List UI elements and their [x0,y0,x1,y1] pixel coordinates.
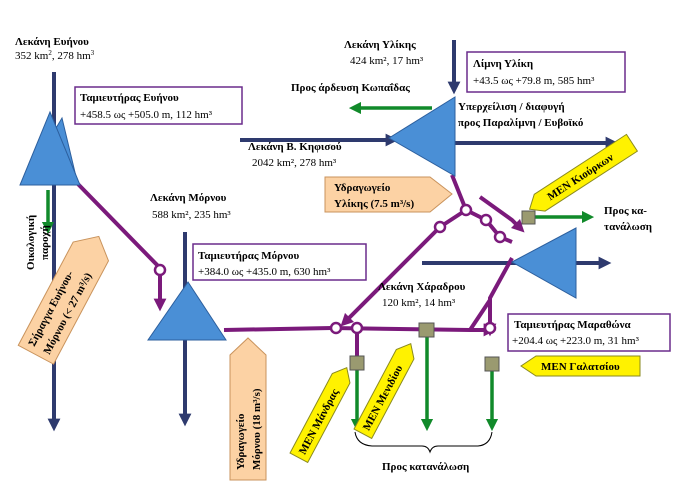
mornos-aqueduct-label-2: Μόρνου (18 m³/s) [251,388,263,470]
mornos-aqueduct-main [223,326,333,332]
yliki-lake-range: +43.5 ως +79.8 m, 585 hm³ [473,75,595,87]
mornos-reservoir-range: +384.0 ως +435.0 m, 630 hm³ [198,266,331,278]
menidi-control [418,322,435,338]
node-yliki-3 [433,220,447,234]
yliki-aqueduct-label-1: Υδραγωγείο [334,182,391,194]
ecological-flow-group: Οικολογική παροχή [25,215,51,270]
mandra-plant-box [289,366,351,464]
control-points [349,210,536,372]
charadros-basin-stats: 120 km², 14 hm³ [382,297,456,309]
kiourka-plant-label: ΜΕΝ Κιούρκων [545,151,616,203]
kiourka-reservoir-icon [510,227,577,299]
overflow-label-1: Υπερχείλιση / διαφυγή [458,101,565,113]
node-mornos-2 [350,321,364,335]
mornos-basin-stats: 588 km², 235 hm³ [152,209,231,221]
tunnel-label-box [17,235,110,365]
kopaida-label: Προς άρδευση Κωπαΐδας [291,82,410,94]
node-marathon [483,321,497,335]
kiourka-to-marathon [483,257,514,337]
outflows [41,101,595,432]
evinos-reservoir-box [74,86,243,125]
mornos-aqueduct-label-1: Υδραγωγείο [235,413,247,470]
galatsi-plant-label: ΜΕΝ Γαλατσίου [541,361,620,373]
overflow-label-2: προς Παραλίμνη / Ευβοϊκό [458,117,584,129]
kiourka-plant-box [528,133,639,212]
kifisos-basin-name: Λεκάνη Β. Κηφισού [248,141,342,153]
evinos-basin-stats: 352 km2, 278 hm3 [15,49,95,62]
mandra-plant-group: ΜΕΝ Μάνδρας [289,366,351,464]
yliki-aqueduct-label-2: Υλίκης (7.5 m³/s) [334,198,414,210]
node-mornos-1 [329,321,343,335]
yliki-to-kiourka [478,195,525,233]
menidi-plant-group: ΜΕΝ Μενιδίου [353,342,415,440]
consumption-bottom-label: Προς κατανάλωση [382,461,469,473]
mornos-reservoir-title: Ταμιευτήρας Μόρνου [198,250,299,262]
evinos-reservoir-range: +458.5 ως +505.0 m, 112 hm³ [80,109,213,121]
consumption-brace [354,431,493,454]
consumption-label-2: τανάλωση [604,221,652,233]
node-yliki-4 [493,230,507,244]
yliki-lake-title: Λίμνη Υλίκη [473,58,533,70]
marathon-reservoir-title: Ταμιευτήρας Μαραθώνα [514,319,632,331]
galatsi-plant-box [520,355,641,377]
mornos-aqueduct-label-box [229,337,267,481]
mandra-control [349,355,365,371]
node-yliki-2 [479,213,493,227]
reservoir-symbols [19,96,577,341]
yliki-basin-name: Λεκάνη Υλίκης [344,39,416,51]
yliki-aqueduct-down [450,174,468,211]
ecological-flow-label-1: Οικολογική [25,215,37,270]
mornos-reservoir-box [192,243,367,281]
yliki-lake-box [466,51,626,93]
kiourka-control [521,210,536,225]
node-yliki-1 [459,203,473,217]
galatsi-control [484,356,500,372]
menidi-plant-box [353,342,415,440]
consumption-label-1: Προς κα- [604,205,647,217]
yliki-aqueduct-label-box [324,176,453,213]
kifisos-basin-stats: 2042 km², 278 hm³ [252,157,337,169]
yliki-basin-stats: 424 km², 17 hm³ [350,55,424,67]
junction-nodes [153,203,507,335]
evinos-reservoir-title: Ταμιευτήρας Ευήνου [80,92,179,104]
ecological-flow-label-2: παροχή [39,225,51,260]
evinos-reservoir-triangle [19,110,81,186]
marathon-link [468,298,492,332]
mornos-reservoir-icon [147,281,227,341]
yliki-reservoir-icon [388,96,456,177]
tunnel-node [153,263,167,277]
charadros-basin-name: Λεκάνη Χάραδρου [378,281,466,293]
evinos-basin-name: Λεκάνη Ευήνου [15,36,89,48]
yliki-to-mornos-link [340,225,442,327]
marathon-reservoir-range: +204.4 ως +223.0 m, 31 hm³ [512,335,640,347]
mornos-aqueduct-label-group: Υδραγωγείο Μόρνου (18 m³/s) [229,337,267,481]
mornos-basin-name: Λεκάνη Μόρνου [150,192,227,204]
marathon-reservoir-box [507,313,671,352]
